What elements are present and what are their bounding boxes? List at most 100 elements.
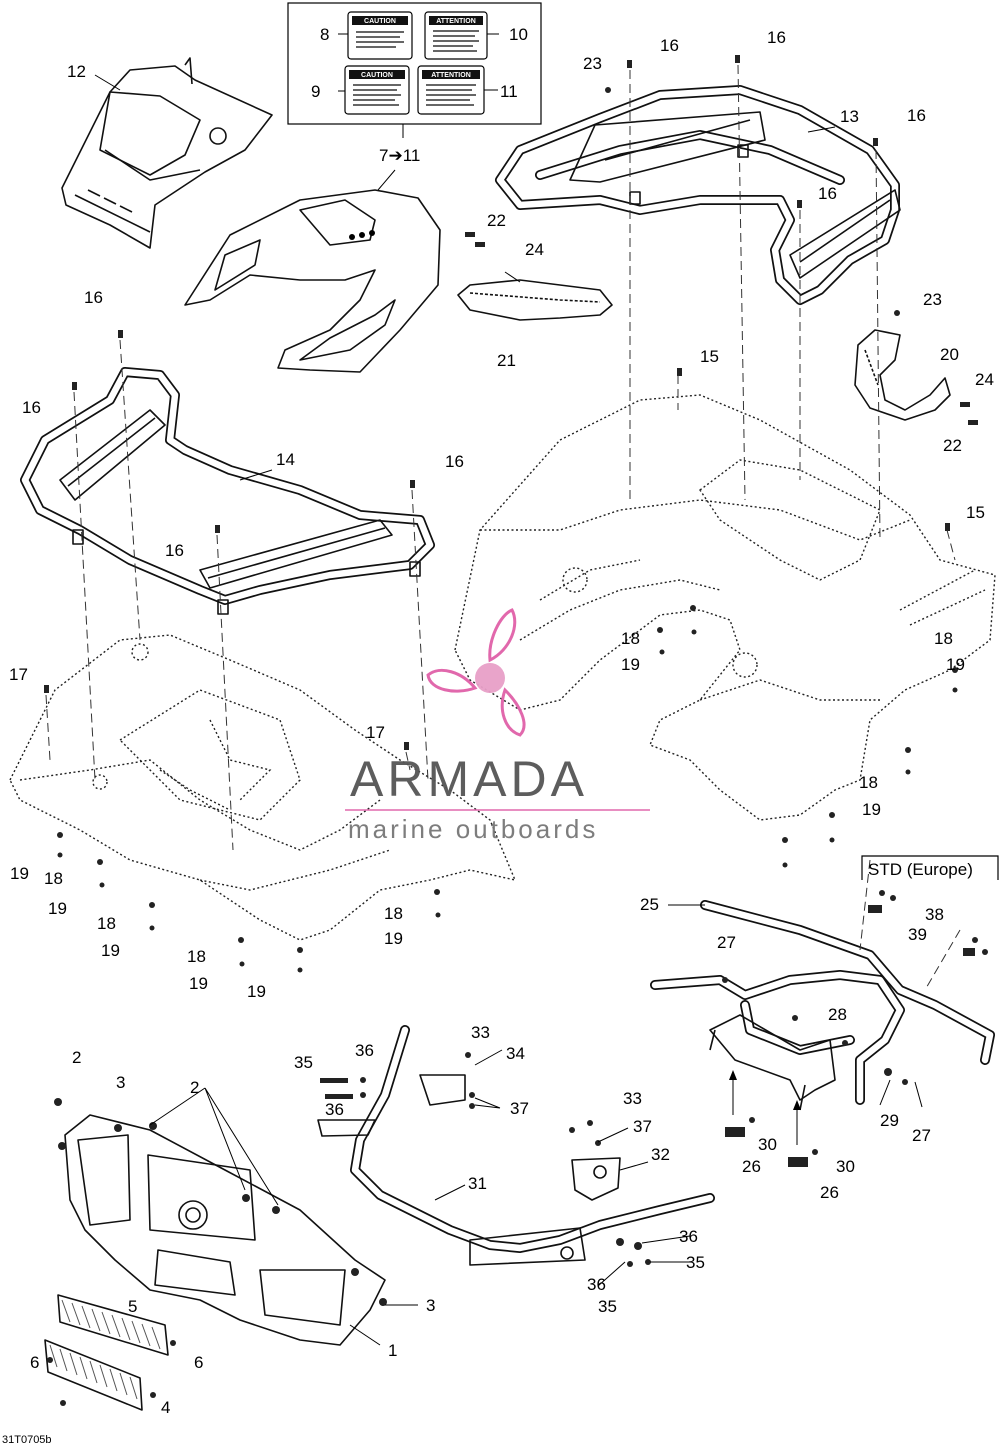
watermark: ARMADA marine outboards xyxy=(345,608,650,844)
callout-7-11: 7➔11 xyxy=(379,146,420,165)
callout-18: 18 xyxy=(934,629,953,648)
callout-6: 6 xyxy=(30,1353,39,1372)
decal-10: ATTENTION xyxy=(424,11,488,60)
callout-35: 35 xyxy=(294,1053,313,1072)
callout-16: 16 xyxy=(818,184,837,203)
part-5-grille xyxy=(57,1294,169,1356)
callout-16: 16 xyxy=(660,36,679,55)
callout-26: 26 xyxy=(820,1183,839,1202)
callout-19: 19 xyxy=(946,655,965,674)
callout-3: 3 xyxy=(116,1073,125,1092)
callout-37: 37 xyxy=(633,1117,652,1136)
part-21-handle xyxy=(457,279,613,321)
callout-24: 24 xyxy=(525,240,544,259)
callout-35: 35 xyxy=(598,1297,617,1316)
callout-16: 16 xyxy=(445,452,464,471)
callout-16: 16 xyxy=(84,288,103,307)
callout-11: 11 xyxy=(500,82,518,101)
callout-22: 22 xyxy=(943,436,962,455)
callout-29: 29 xyxy=(880,1111,899,1130)
decal-9: CAUTION xyxy=(344,65,410,115)
callout-18: 18 xyxy=(44,869,63,888)
decal-8: CAUTION xyxy=(347,11,413,60)
part-20-handle xyxy=(854,329,951,421)
callout-18: 18 xyxy=(97,914,116,933)
callout-19: 19 xyxy=(621,655,640,674)
decal-11-title: ATTENTION xyxy=(431,72,471,79)
figure-id: 31T0705b xyxy=(2,1434,52,1446)
callout-19: 19 xyxy=(48,899,67,918)
callout-27: 27 xyxy=(717,933,736,952)
callout-5: 5 xyxy=(128,1297,137,1316)
callout-6: 6 xyxy=(194,1353,203,1372)
front-fender xyxy=(9,634,517,941)
leader-lines xyxy=(94,74,923,1346)
decal-9-title: CAUTION xyxy=(361,72,393,79)
callout-36: 36 xyxy=(587,1275,606,1294)
decal-box: CAUTION ATTENTION CAUTION ATTENTION xyxy=(287,2,542,138)
part-12-visor xyxy=(61,57,273,249)
part-4-grille xyxy=(44,1339,143,1411)
decal-10-title: ATTENTION xyxy=(436,18,476,25)
callout-15: 15 xyxy=(700,347,719,366)
callout-28: 28 xyxy=(828,1005,847,1024)
callout-15: 15 xyxy=(966,503,985,522)
std-europe-box: STD (Europe) xyxy=(861,855,999,880)
callout-16: 16 xyxy=(22,398,41,417)
callout-35: 35 xyxy=(686,1253,705,1272)
callout-19: 19 xyxy=(384,929,403,948)
callout-31: 31 xyxy=(468,1174,487,1193)
callout-30: 30 xyxy=(836,1157,855,1176)
decal-11: ATTENTION xyxy=(417,65,485,115)
callout-16: 16 xyxy=(907,106,926,125)
part-31-frame xyxy=(317,1025,715,1266)
callout-19: 19 xyxy=(189,974,208,993)
callout-19: 19 xyxy=(247,982,266,1001)
watermark-tagline: marine outboards xyxy=(348,814,598,844)
callout-14: 14 xyxy=(276,450,295,469)
callout-19: 19 xyxy=(101,941,120,960)
callout-36: 36 xyxy=(355,1041,374,1060)
callout-38: 38 xyxy=(925,905,944,924)
callout-12: 12 xyxy=(67,62,86,81)
fasteners xyxy=(44,55,988,1406)
rear-fender xyxy=(454,394,996,821)
callout-2: 2 xyxy=(72,1048,81,1067)
callout-33: 33 xyxy=(623,1089,642,1108)
part-25-frame xyxy=(650,900,995,1111)
callout-17: 17 xyxy=(366,723,385,742)
callout-32: 32 xyxy=(651,1145,670,1164)
callout-21: 21 xyxy=(497,351,516,370)
callout-30: 30 xyxy=(758,1135,777,1154)
callout-24: 24 xyxy=(975,370,994,389)
callout-25: 25 xyxy=(640,895,659,914)
callout-19: 19 xyxy=(862,800,881,819)
watermark-brand: ARMADA xyxy=(350,751,588,807)
callout-18: 18 xyxy=(187,947,206,966)
part-1-bumper xyxy=(64,1114,386,1346)
callout-4: 4 xyxy=(161,1398,170,1417)
callout-18: 18 xyxy=(859,773,878,792)
callout-36: 36 xyxy=(325,1100,344,1119)
decal-8-title: CAUTION xyxy=(364,18,396,25)
callout-labels: 1 2 2 3 3 4 5 6 6 7➔11 8 9 10 11 12 13 1… xyxy=(9,25,994,1417)
callout-27: 27 xyxy=(912,1126,931,1145)
std-europe-title: STD (Europe) xyxy=(868,860,973,879)
callout-17: 17 xyxy=(9,665,28,684)
callout-1: 1 xyxy=(388,1341,397,1360)
callout-23: 23 xyxy=(923,290,942,309)
callout-22: 22 xyxy=(487,211,506,230)
callout-3: 3 xyxy=(426,1296,435,1315)
watermark-propeller-icon xyxy=(426,608,526,737)
part-14-front-rack xyxy=(20,367,435,615)
callout-36: 36 xyxy=(679,1227,698,1246)
callout-13: 13 xyxy=(840,107,859,126)
callout-9: 9 xyxy=(311,82,320,101)
callout-8: 8 xyxy=(320,25,329,44)
callout-2: 2 xyxy=(190,1078,199,1097)
callout-16: 16 xyxy=(165,541,184,560)
part-7-cover xyxy=(184,189,441,373)
alignment-lines xyxy=(45,64,961,1145)
callout-19: 19 xyxy=(10,864,29,883)
